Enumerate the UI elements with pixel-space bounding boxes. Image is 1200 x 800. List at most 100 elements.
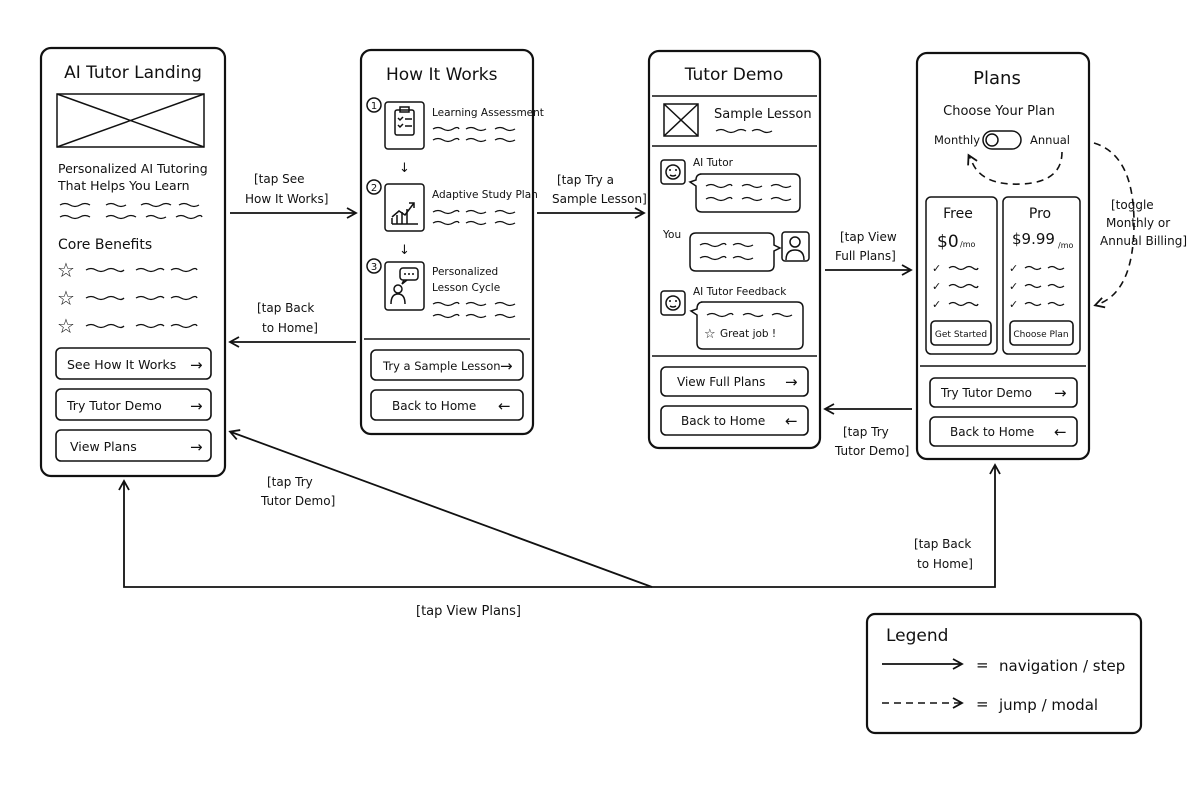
star-icon: ☆ bbox=[57, 314, 75, 338]
step-label: Adaptive Study Plan bbox=[432, 189, 538, 201]
arrow-left-icon: ← bbox=[785, 412, 798, 430]
button-label: Back to Home bbox=[950, 425, 1034, 439]
legend-equals: = bbox=[976, 656, 989, 674]
screen-title: Plans bbox=[973, 68, 1021, 89]
annotation: [tap Try bbox=[267, 475, 313, 489]
monthly-label: Monthly bbox=[934, 133, 980, 147]
step-number: 2 bbox=[371, 183, 377, 194]
annotation: Annual Billing] bbox=[1100, 234, 1187, 248]
button-label: Try Tutor Demo bbox=[66, 398, 162, 413]
button-label: See How It Works bbox=[67, 357, 176, 372]
back-to-home-button[interactable]: Back to Home ← bbox=[929, 416, 1078, 447]
star-icon: ☆ bbox=[704, 327, 716, 342]
arrow-diagonal-to-landing bbox=[228, 429, 653, 588]
back-to-home-button[interactable]: Back to Home ← bbox=[370, 389, 524, 421]
annotation: [tap Back bbox=[257, 301, 314, 315]
try-tutor-demo-button[interactable]: Try Tutor Demo → bbox=[929, 377, 1078, 408]
annotation: Monthly or bbox=[1106, 216, 1170, 230]
hero-image-placeholder bbox=[56, 93, 205, 148]
lesson-image-placeholder bbox=[663, 103, 699, 137]
legend-solid-label: navigation / step bbox=[999, 657, 1125, 675]
button-label: Back to Home bbox=[392, 399, 476, 413]
try-sample-lesson-button[interactable]: Try a Sample Lesson → bbox=[370, 349, 524, 381]
headline-line-2: That Helps You Learn bbox=[57, 178, 190, 193]
screen-title: Tutor Demo bbox=[684, 65, 784, 85]
get-started-button[interactable]: Get Started bbox=[930, 320, 992, 346]
step-learning-assessment: 1 Learning Assessment bbox=[366, 97, 544, 150]
sender-label: You bbox=[662, 229, 681, 241]
sender-label: AI Tutor Feedback bbox=[693, 286, 787, 298]
arrow-bottom-to-landing bbox=[118, 479, 652, 588]
annotation: [toggle bbox=[1111, 198, 1154, 212]
back-to-home-button[interactable]: Back to Home ← bbox=[660, 405, 809, 436]
screen-plans: Plans Choose Your Plan Monthly Annual Fr… bbox=[915, 51, 1091, 461]
see-how-it-works-button[interactable]: See How It Works → bbox=[55, 347, 212, 380]
billing-toggle[interactable] bbox=[982, 130, 1022, 150]
benefit-list: ☆ ☆ ☆ bbox=[57, 258, 198, 338]
ai-tutor-message: AI Tutor bbox=[660, 157, 801, 213]
screen-landing: AI Tutor Landing Personalized AI Tutorin… bbox=[39, 46, 227, 478]
plan-name: Pro bbox=[1029, 206, 1051, 222]
step-number: 1 bbox=[371, 101, 377, 112]
legend: Legend = navigation / step = jump / moda… bbox=[865, 612, 1143, 735]
screen-tutor-demo: Tutor Demo Sample Lesson AI Tutor You bbox=[647, 49, 822, 450]
plan-price: $0 bbox=[937, 232, 959, 252]
annotation: [tap Try a bbox=[557, 173, 614, 187]
arrow-right-icon: → bbox=[190, 356, 203, 374]
arrow-right-icon: → bbox=[500, 357, 513, 375]
dashed-toggle-side-arrow bbox=[1093, 142, 1135, 309]
try-tutor-demo-button[interactable]: Try Tutor Demo → bbox=[55, 388, 212, 421]
button-label: Try Tutor Demo bbox=[940, 386, 1032, 400]
annotation: to Home] bbox=[917, 557, 973, 571]
legend-equals: = bbox=[976, 695, 989, 713]
arrow-right-icon: → bbox=[785, 373, 798, 391]
check-icon: ✓ bbox=[1009, 280, 1018, 293]
check-icon: ✓ bbox=[932, 262, 941, 275]
arrow-right-icon: → bbox=[190, 438, 203, 456]
button-label: View Full Plans bbox=[677, 375, 765, 389]
robot-avatar bbox=[660, 290, 686, 316]
annotation: [tap Back bbox=[914, 537, 971, 551]
annotation: [tap View Plans] bbox=[416, 604, 521, 619]
benefits-title: Core Benefits bbox=[58, 237, 152, 253]
placeholder-text-lines bbox=[59, 202, 203, 220]
view-full-plans-button[interactable]: View Full Plans → bbox=[660, 366, 809, 397]
dashed-toggle-arrow bbox=[967, 151, 1063, 185]
arrow-down-icon: ↓ bbox=[399, 243, 410, 258]
growth-chart-icon bbox=[391, 202, 418, 225]
check-icon: ✓ bbox=[932, 298, 941, 311]
annotation: Full Plans] bbox=[835, 249, 896, 263]
clipboard-icon bbox=[394, 106, 415, 136]
screen-title: How It Works bbox=[386, 65, 498, 85]
annotation: Sample Lesson] bbox=[552, 192, 647, 206]
choose-plan-button[interactable]: Choose Plan bbox=[1009, 320, 1074, 346]
price-unit: /mo bbox=[1058, 241, 1073, 250]
arrow-right-icon: → bbox=[1054, 384, 1067, 402]
arrow-left-icon: ← bbox=[1054, 423, 1067, 441]
legend-title: Legend bbox=[886, 626, 948, 646]
view-plans-button[interactable]: View Plans → bbox=[55, 429, 212, 462]
sender-label: AI Tutor bbox=[693, 157, 734, 169]
plans-subtitle: Choose Your Plan bbox=[943, 104, 1055, 119]
annotation: [tap View bbox=[840, 230, 897, 244]
button-label: Choose Plan bbox=[1013, 330, 1068, 340]
step-adaptive-study-plan: 2 Adaptive Study Plan bbox=[366, 179, 538, 232]
annotation: Tutor Demo] bbox=[834, 444, 909, 458]
button-label: View Plans bbox=[70, 439, 137, 454]
button-label: Back to Home bbox=[681, 414, 765, 428]
user-avatar bbox=[781, 231, 810, 262]
robot-avatar bbox=[660, 159, 686, 185]
step-label: Learning Assessment bbox=[432, 107, 544, 119]
step-number: 3 bbox=[371, 262, 377, 273]
annual-label: Annual bbox=[1030, 133, 1070, 147]
plan-card-free: Free $0 /mo ✓ ✓ ✓ Get Started bbox=[925, 196, 998, 355]
arrow-left-icon: ← bbox=[498, 397, 511, 415]
annotation: to Home] bbox=[262, 321, 318, 335]
annotation: How It Works] bbox=[245, 192, 328, 206]
screen-how-it-works: How It Works 1 Learning Assessment ↓ 2 bbox=[359, 48, 544, 436]
price-unit: /mo bbox=[960, 240, 975, 249]
star-icon: ☆ bbox=[57, 258, 75, 282]
annotation: Tutor Demo] bbox=[260, 494, 335, 508]
annotation: [tap Try bbox=[843, 425, 889, 439]
